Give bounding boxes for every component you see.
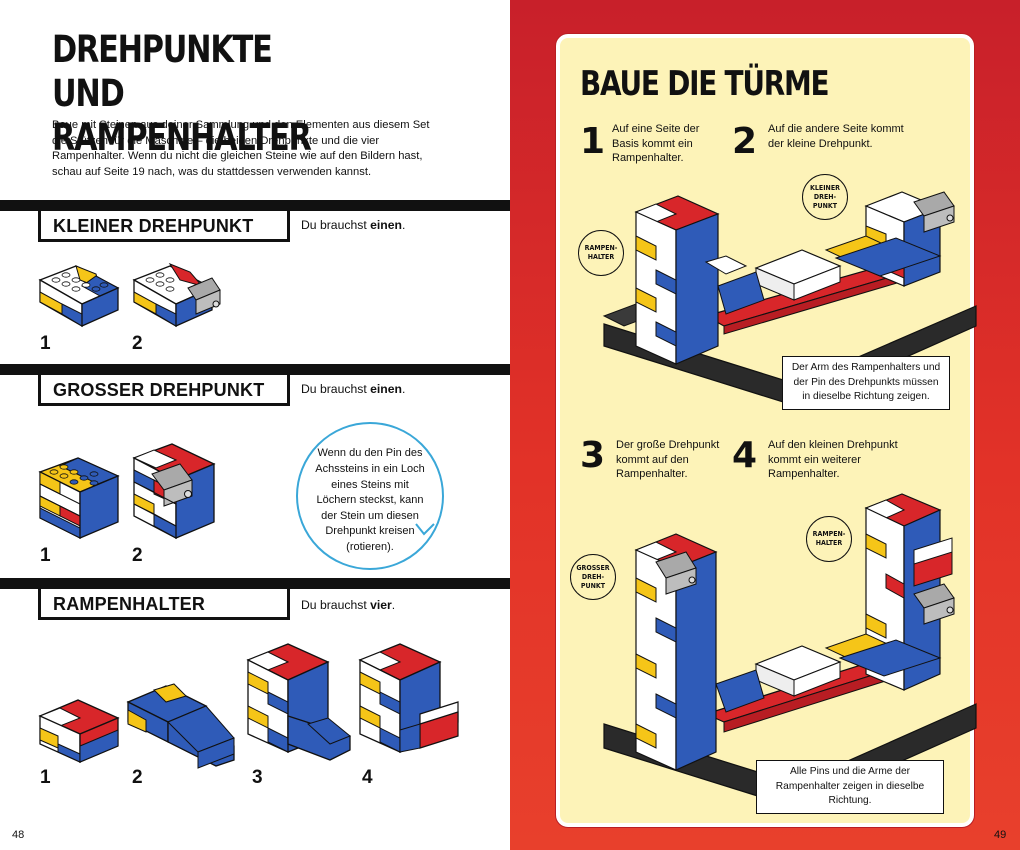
section-heading-large-pivot: GROSSER DREHPUNKT (38, 372, 290, 406)
section-bar (0, 364, 510, 375)
section-heading-small-pivot: KLEINER DREHPUNKT (38, 208, 290, 242)
intro-text: Baue mit Steinen aus deiner Sammlung und… (52, 119, 430, 178)
section-bar (0, 578, 510, 589)
ramp-holder-step-1-illustration (38, 699, 120, 764)
callout-note-bottom: Alle Pins und die Arme der Rampenhalter … (756, 760, 944, 814)
step-number: 4 (732, 435, 758, 476)
page-number: 49 (994, 829, 1007, 841)
step-number: 1 (40, 333, 51, 354)
label-small-pivot: KLEINER DREH-PUNKT (802, 174, 848, 220)
step-number: 1 (580, 121, 606, 162)
left-page: DREHPUNKTE UND RAMPENHALTER Baue mit Ste… (0, 28, 510, 841)
panel-title: BAUE DIE TÜRME (580, 64, 830, 104)
right-page: BAUE DIE TÜRME 1 Auf eine Seite der Basi… (510, 0, 1020, 850)
requirement-text: Du brauchst vier. (301, 598, 396, 612)
instruction-panel: BAUE DIE TÜRME 1 Auf eine Seite der Basi… (556, 34, 977, 827)
ramp-holder-step-2-illustration (126, 683, 235, 769)
step-number: 4 (362, 767, 373, 788)
page-title: DREHPUNKTE UND RAMPENHALTER (52, 28, 312, 159)
step-text: Auf die andere Seite kommt der kleine Dr… (768, 123, 904, 150)
step-number: 2 (132, 767, 143, 788)
requirement-text: Du brauchst einen. (301, 218, 406, 232)
step-number: 2 (732, 121, 758, 162)
large-pivot-step-2-illustration (132, 443, 216, 540)
callout-note-top: Der Arm des Rampenhalters und der Pin de… (782, 356, 950, 410)
tip-bubble-text: Wenn du den Pin des Achssteins in ein Lo… (315, 447, 425, 553)
section-bar (0, 200, 510, 211)
small-pivot-step-2-illustration (132, 262, 221, 328)
step-number: 1 (40, 767, 51, 788)
small-pivot-step-1-illustration (38, 265, 120, 328)
label-ramp-holder-top: RAMPEN-HALTER (578, 230, 624, 276)
step-number: 2 (132, 333, 143, 354)
step-number: 1 (40, 545, 51, 566)
large-pivot-step-1-illustration (38, 457, 120, 540)
step-text: Auf eine Seite der Basis kommt ein Rampe… (612, 123, 700, 164)
towers-bottom-illustration (603, 493, 977, 809)
page-number: 48 (12, 829, 25, 841)
section-heading-ramp-holder: RAMPENHALTER (38, 586, 290, 620)
step-text: Auf den kleinen Drehpunkt kommt ein weit… (768, 439, 898, 480)
tip-bubble: Wenn du den Pin des Achssteins in ein Lo… (296, 422, 444, 570)
towers-top-illustration (602, 191, 977, 407)
label-large-pivot: GROSSER DREH-PUNKT (570, 554, 616, 600)
requirement-text: Du brauchst einen. (301, 382, 406, 396)
step-number: 2 (132, 545, 143, 566)
step-number: 3 (252, 767, 263, 788)
step-text: Der große Drehpunkt kommt auf den Rampen… (616, 439, 720, 480)
label-ramp-holder-bottom: RAMPEN-HALTER (806, 516, 852, 562)
curved-arrow-icon (415, 523, 435, 536)
ramp-holder-step-3-illustration (246, 643, 351, 761)
step-number: 3 (580, 435, 606, 476)
ramp-holder-step-4-illustration (358, 643, 459, 754)
